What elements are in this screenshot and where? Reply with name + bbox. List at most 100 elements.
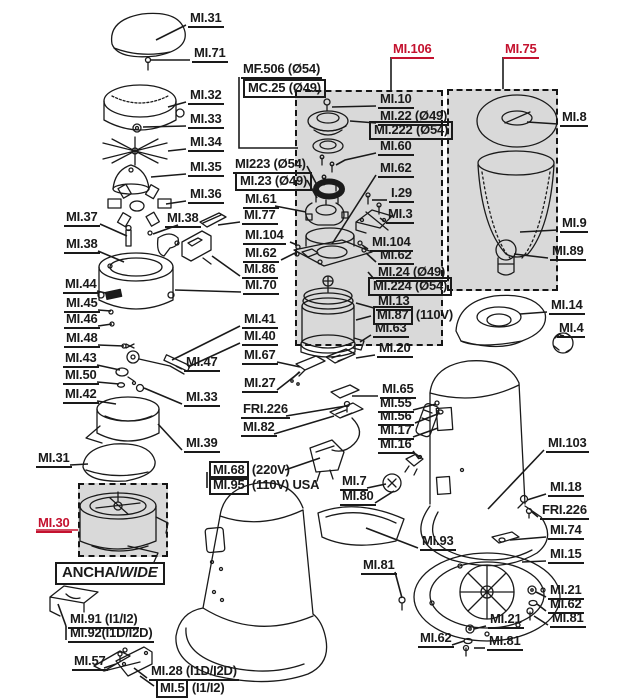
leader-line bbox=[394, 571, 403, 599]
part-label-mi-32: MI.32 bbox=[188, 88, 224, 105]
part-label-mi-56: MI.56 bbox=[378, 409, 414, 426]
part-label-mi-45: MI.45 bbox=[64, 296, 100, 313]
leader-line bbox=[99, 223, 128, 237]
part-label-mi-16: MI.16 bbox=[378, 437, 414, 454]
leader-line bbox=[526, 493, 547, 501]
leader-line bbox=[535, 591, 547, 598]
part-label-mi-57: MI.57 bbox=[72, 654, 108, 671]
part-label-fri-226: FRI.226 bbox=[540, 503, 589, 520]
part-label-mi-62: MI.62 bbox=[243, 246, 279, 263]
part-label-mi-38: MI.38 bbox=[64, 237, 100, 254]
leader-line bbox=[142, 125, 187, 128]
part-label-mi-13: MI.13 bbox=[376, 294, 412, 311]
leader-line bbox=[365, 252, 377, 263]
part-label-mi-39: MI.39 bbox=[184, 436, 220, 453]
leader-line bbox=[211, 255, 241, 277]
part-label-mi-9: MI.9 bbox=[560, 216, 589, 233]
leader-line bbox=[96, 400, 117, 405]
leader-line bbox=[379, 217, 385, 222]
part-label-mi-62: MI.62 bbox=[418, 631, 454, 648]
part-label-mi-46: MI.46 bbox=[64, 312, 100, 329]
leader-line bbox=[306, 165, 319, 188]
part-label-mi-42: MI.42 bbox=[63, 387, 99, 404]
leader-line bbox=[335, 152, 377, 166]
leader-line bbox=[187, 342, 241, 368]
part-label-mi-81: MI.81 bbox=[361, 558, 397, 575]
part-label-mi-24-49: MI.24 (Ø49) bbox=[376, 265, 448, 282]
part-label-mi-71: MI.71 bbox=[192, 46, 228, 63]
part-label-mi-224-54: MI.224 (Ø54) bbox=[368, 277, 453, 296]
leader-line bbox=[331, 174, 377, 245]
leader-line bbox=[276, 361, 301, 368]
part-label-mi-82: MI.82 bbox=[241, 420, 277, 437]
leader-line bbox=[361, 244, 369, 250]
part-label-mi-48: MI.48 bbox=[64, 331, 100, 348]
leader-line bbox=[103, 663, 117, 669]
hopper-parts bbox=[477, 95, 557, 275]
part-label-mi-47: MI.47 bbox=[184, 355, 220, 372]
part-label-mi-18: MI.18 bbox=[548, 480, 584, 497]
leader-line bbox=[355, 302, 375, 309]
right-machine-parts bbox=[318, 295, 573, 656]
part-label-mi-4: MI.4 bbox=[557, 321, 586, 338]
part-label-mi-44: MI.44 bbox=[63, 277, 99, 294]
part-label-mi-17: MI.17 bbox=[378, 423, 414, 440]
leader-line bbox=[157, 423, 183, 451]
part-label-mi-62: MI.62 bbox=[378, 248, 414, 265]
leader-line bbox=[284, 457, 321, 471]
wide-doser-part bbox=[80, 492, 168, 562]
part-label-mi-41: MI.41 bbox=[242, 312, 278, 329]
leader-line bbox=[289, 241, 298, 246]
grinder-head-stack bbox=[182, 99, 392, 357]
part-label-mi-10: MI.10 bbox=[378, 92, 414, 109]
part-label-mi-33: MI.33 bbox=[188, 112, 224, 129]
part-label-mi-106: MI.106 bbox=[391, 42, 434, 59]
part-label-mi-81: MI.81 bbox=[550, 611, 586, 628]
part-label-mi-28-i1d-i2d: MI.28 (I1D/I2D) bbox=[149, 664, 239, 681]
leader-line bbox=[412, 427, 439, 438]
part-label-mi-62: MI.62 bbox=[548, 597, 584, 614]
leader-line bbox=[473, 625, 487, 630]
leader-line bbox=[533, 615, 549, 626]
part-label-i-29: I.29 bbox=[389, 186, 414, 203]
part-label-mi-70: MI.70 bbox=[243, 278, 279, 295]
leader-line bbox=[509, 536, 547, 541]
leader-line bbox=[536, 603, 547, 612]
leader-line bbox=[96, 290, 111, 295]
leader-line bbox=[521, 560, 547, 563]
leader-line bbox=[174, 289, 242, 293]
part-label-fri-226: FRI.226 bbox=[241, 402, 290, 419]
part-label-ancha-wide: ANCHA/WIDE bbox=[55, 562, 165, 585]
leader-line bbox=[96, 381, 120, 385]
power-cord-part bbox=[310, 418, 360, 481]
leader-line bbox=[451, 640, 465, 646]
part-label-mi-89: MI.89 bbox=[550, 244, 586, 261]
leader-line bbox=[238, 77, 298, 149]
part-label-mi-60: MI.60 bbox=[378, 139, 414, 156]
leader-line bbox=[513, 253, 549, 259]
part-label-mi-62: MI.62 bbox=[378, 161, 414, 178]
leader-line bbox=[531, 511, 539, 518]
part-label-mi-33: MI.33 bbox=[184, 390, 220, 407]
leader-line bbox=[273, 415, 335, 435]
leader-line bbox=[97, 323, 113, 327]
part-label-mi-87: MI.87 (110V) bbox=[373, 306, 453, 325]
main-housing-part bbox=[176, 483, 327, 682]
leader-line bbox=[167, 148, 187, 152]
part-label-mi-55: MI.55 bbox=[378, 396, 414, 413]
leader-line bbox=[519, 311, 548, 315]
part-label-mi-67: MI.67 bbox=[242, 348, 278, 365]
part-label-mi-22-49: MI.22 (Ø49) bbox=[378, 109, 450, 126]
part-label-mi-21: MI.21 bbox=[488, 612, 524, 629]
leader-line bbox=[280, 252, 296, 261]
part-label-mi-31: MI.31 bbox=[188, 11, 224, 28]
grinder-bowl-part bbox=[83, 226, 190, 482]
part-label-mi-93: MI.93 bbox=[420, 534, 456, 551]
leader-line bbox=[526, 121, 559, 125]
part-label-mi-65: MI.65 bbox=[380, 382, 416, 399]
part-label-mi-40: MI.40 bbox=[242, 329, 278, 346]
leader-line bbox=[57, 603, 67, 627]
part-label-mi-14: MI.14 bbox=[549, 298, 585, 315]
